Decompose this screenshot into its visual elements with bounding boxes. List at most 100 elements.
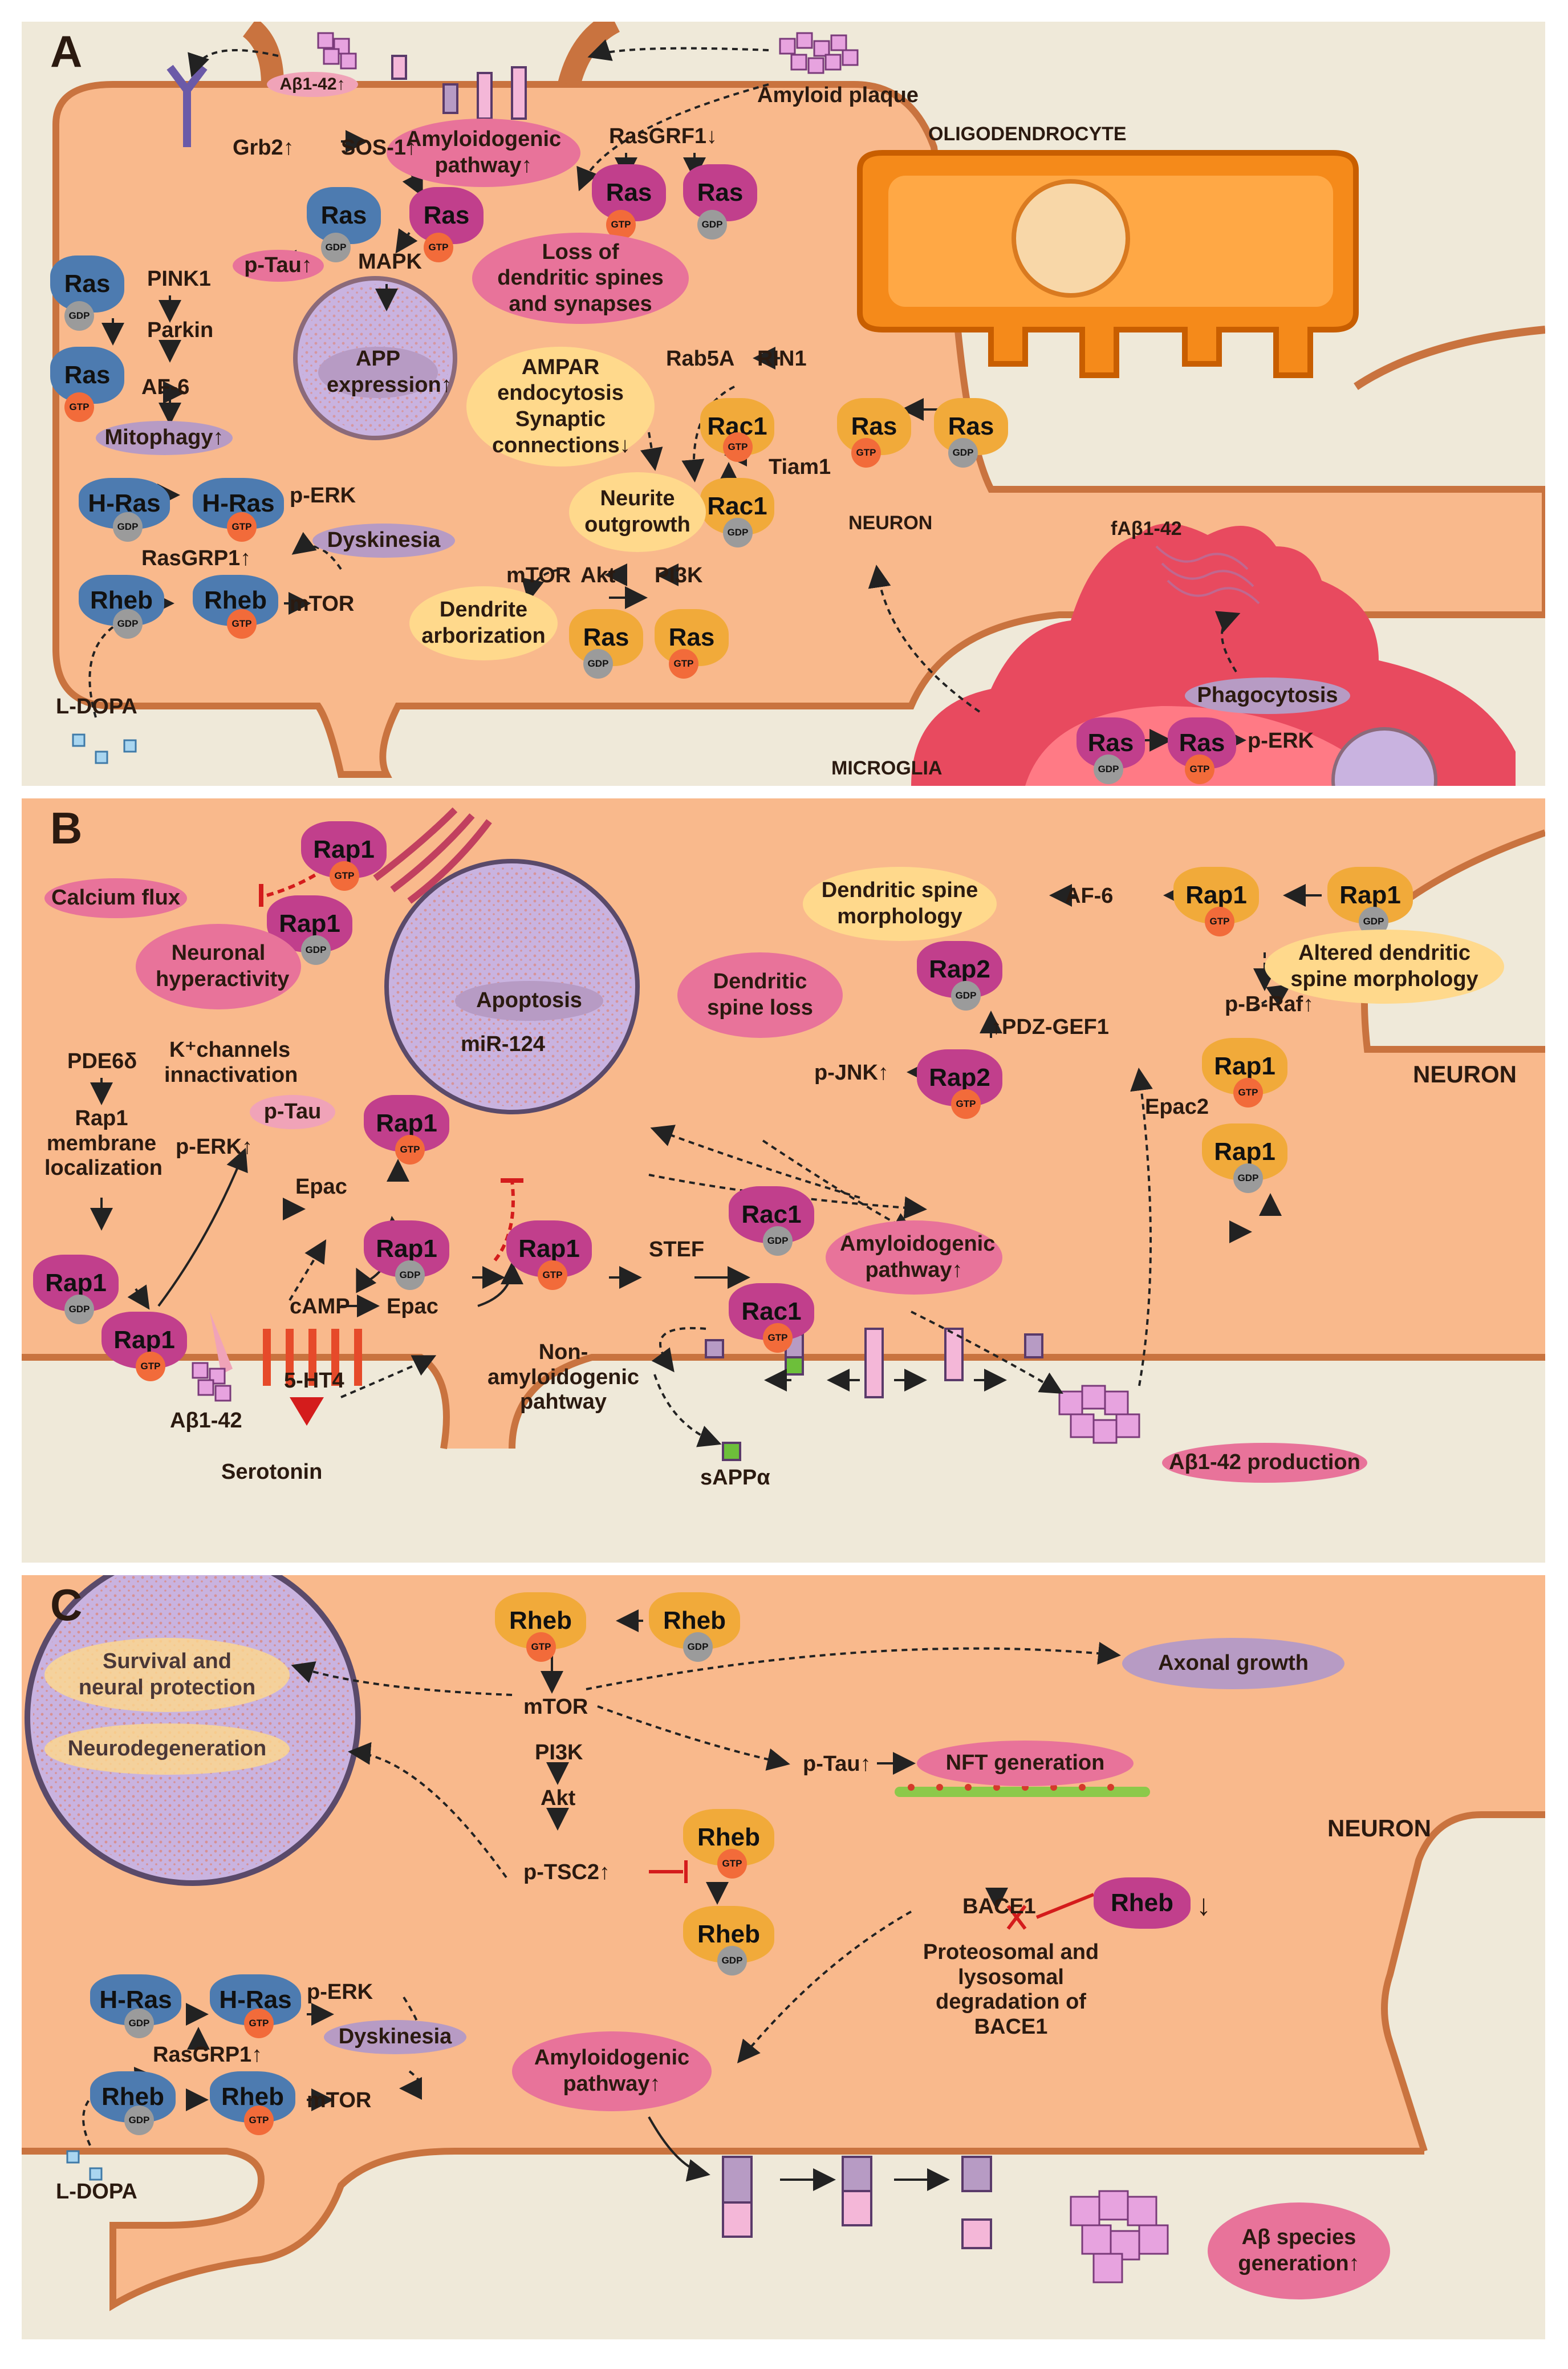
phagocytosis-oval: Phagocytosis (1185, 678, 1350, 714)
rheb-down-c: Rheb (1094, 1877, 1191, 1929)
gtp-badge: GTP (1185, 754, 1214, 784)
mir124-label: miR-124 (461, 1032, 545, 1056)
rap1-gdp-b4: Rap1 (364, 1220, 449, 1277)
gtp-badge: GTP (723, 432, 753, 462)
degradation-label: Proteosomal and lysosomal degradation of… (923, 1940, 1099, 2039)
panel-b-letter: B (50, 803, 83, 853)
fabeta-label: fAβ1-42 (1111, 518, 1182, 539)
microglia-body (911, 524, 1516, 786)
oligodendrocyte-label: OLIGODENDROCYTE (928, 123, 1127, 145)
ras-gtp-a2: Ras (592, 164, 666, 221)
panel-c-letter: C (50, 1580, 83, 1630)
neuronal-hyper-oval: Neuronal hyperactivity (136, 924, 301, 1009)
gtp-badge: GTP (136, 1352, 165, 1381)
gdp-badge: GDP (697, 210, 727, 240)
ptau-oval-b: p-Tau (250, 1095, 335, 1129)
akt-label-c: Akt (541, 1786, 576, 1810)
rab5a-label: Rab5A (666, 347, 735, 371)
akt-label-a: Akt (580, 563, 616, 587)
dendrite-arbor-oval: Dendrite arborization (409, 586, 558, 660)
rap1-membrane-label: Rap1 membrane localization (44, 1106, 163, 1181)
gtp-badge: GTP (244, 2106, 274, 2135)
parkin-label: Parkin (147, 318, 214, 342)
mtor-label-a1: mTOR (290, 592, 355, 616)
gdp-badge: GDP (113, 512, 143, 542)
dendritic-morph-oval: Dendritic spine morphology (803, 867, 997, 941)
epac-label-b1: Epac (295, 1175, 347, 1199)
pink1-label: PINK1 (147, 267, 211, 291)
neurodegen-oval: Neurodegeneration (44, 1723, 290, 1775)
amyloidogenic-pathway-a: Amyloidogenic pathway↑ (387, 119, 580, 187)
gdp-badge: GDP (948, 438, 978, 468)
receptor-5ht4-icon (263, 1329, 362, 1386)
gtp-badge: GTP (227, 512, 257, 542)
serotonin-icon (290, 1397, 324, 1426)
gtp-badge: GTP (851, 438, 881, 468)
abeta-generation-oval: Aβ species generation↑ (1208, 2202, 1390, 2299)
tiam1-label: Tiam1 (769, 455, 831, 479)
pde6-label: PDE6δ (67, 1049, 137, 1073)
ht4-label: 5-HT4 (284, 1369, 344, 1393)
panel-a-letter: A (50, 26, 83, 76)
epac2-label: Epac2 (1145, 1095, 1209, 1119)
non-amyloid-label: Non-amyloidogenic pahtway (487, 1340, 640, 1414)
rasgrp1-label-c: RasGRP1↑ (153, 2043, 263, 2067)
gdp-badge: GDP (301, 935, 331, 965)
ras-gtp-a1: Ras (409, 187, 484, 244)
gdp-badge: GDP (1233, 1163, 1263, 1193)
abeta-label-b: Aβ1-42 (170, 1409, 242, 1433)
rasgrf1-label: RasGRF1↓ (609, 124, 718, 148)
pi3k-label-a: PI3K (655, 563, 703, 587)
gdp-badge: GDP (395, 1260, 425, 1290)
hras-gtp-a: H-Ras (193, 478, 284, 529)
kchannels-label: K⁺channels innactivation (164, 1038, 298, 1087)
mitophagy-oval: Mitophagy↑ (96, 421, 233, 455)
mtor-label-c: mTOR (523, 1695, 588, 1719)
sos1-label: SOS-1↑ (341, 136, 417, 160)
ldopa-label-a: L-DOPA (56, 695, 137, 719)
ampar-oval: AMPAR endocytosis Synaptic connections↓ (466, 347, 655, 467)
gtp-badge: GTP (763, 1323, 793, 1353)
ptau-a: p-Tau↑ (233, 250, 324, 282)
gtp-badge: GTP (64, 392, 94, 422)
dyskinesia-oval-c: Dyskinesia (324, 2020, 466, 2054)
survival-oval: Survival and neural protection (44, 1638, 290, 1712)
rap1-gdp-b6: Rap1 (33, 1255, 119, 1312)
app-bars-icon (391, 55, 527, 120)
sappa-label: sAPPα (700, 1466, 770, 1490)
amyloid-plaque-label: Amyloid plaque (757, 83, 919, 107)
gdp-badge: GDP (583, 649, 613, 679)
amyloidogenic-oval-c: Amyloidogenic pathway↑ (512, 2031, 712, 2111)
gdp-badge: GDP (723, 518, 753, 547)
dyskinesia-oval-a: Dyskinesia (312, 524, 455, 558)
pbraf-label: p-B-Raf↑ (1225, 992, 1314, 1016)
gdp-badge: GDP (763, 1226, 793, 1256)
rasgrp1-label-a: RasGRP1↑ (141, 546, 251, 570)
gdp-badge: GDP (64, 301, 94, 331)
gdp-badge: GDP (64, 1295, 94, 1324)
panel-b: B Calcium flux Rap1 GTP Rap1 GDP Neurona… (22, 798, 1545, 1563)
rheb-gdp-a: Rheb (79, 575, 164, 626)
epac-label-b2: Epac (387, 1295, 438, 1319)
pjnk-label: p-JNK↑ (814, 1061, 889, 1085)
ptsc2-label: p-TSC2↑ (523, 1860, 610, 1884)
gtp-badge: GTP (1233, 1078, 1263, 1108)
rheb-down-arrow: ↓ (1196, 1889, 1211, 1922)
gtp-badge: GTP (244, 2009, 274, 2038)
ldopa-label-c: L-DOPA (56, 2180, 137, 2204)
neuron-label-a: NEURON (848, 512, 933, 534)
neuron-label-b: NEURON (1413, 1061, 1517, 1088)
perk-label-microglia: p-ERK (1248, 729, 1314, 753)
altered-spine-oval: Altered dendritic spine morphology (1265, 930, 1504, 1004)
perk-label-c: p-ERK (307, 1980, 373, 2004)
gtp-badge: GTP (424, 233, 453, 262)
gtp-badge: GTP (669, 649, 698, 679)
rap1-gtp-b1: Rap1 (301, 821, 387, 878)
gdp-badge: GDP (951, 981, 981, 1011)
ras-gtp-microglia: Ras (1168, 717, 1236, 769)
panel-c-graphics (22, 1575, 1545, 2311)
nft-generation-oval: NFT generation (917, 1741, 1134, 1786)
neuron-label-c: NEURON (1327, 1815, 1432, 1841)
gdp-badge: GDP (124, 2009, 154, 2038)
rap2-gdp-b: Rap2 (917, 941, 1002, 998)
